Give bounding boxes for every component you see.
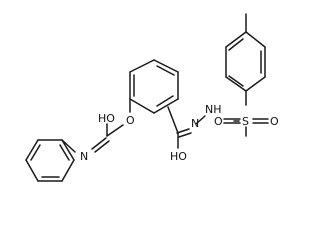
atom-o-ether: O	[126, 114, 135, 127]
n-phenyl-bond	[61, 139, 76, 153]
c-n-carbamate-a	[91, 137, 107, 150]
atom-n-hydrazide: N	[191, 117, 199, 130]
atom-oh-carbamate: HO	[98, 112, 115, 125]
atom-s: S	[242, 115, 249, 128]
c-n-double-a	[176, 128, 190, 134]
central-ring	[129, 59, 179, 114]
tolyl-ring	[225, 31, 266, 92]
phenyl-ring	[25, 139, 75, 182]
c-n-carbamate-b	[94, 140, 110, 153]
atom-o-sulfonyl-right: O	[270, 115, 279, 128]
c-n-double-b	[178, 132, 192, 138]
atom-n-carbamate: N	[80, 150, 88, 163]
ring-c-bond	[167, 106, 179, 134]
chemical-structure: HO N O HO N NH S O O	[25, 13, 279, 182]
o-c-bond	[106, 124, 124, 137]
nh-n-bond	[195, 115, 206, 125]
atom-oh-hydrazide: HO	[170, 150, 187, 163]
atom-o-sulfonyl-left: O	[214, 115, 223, 128]
atom-nh-sulfonyl: NH	[205, 103, 222, 116]
